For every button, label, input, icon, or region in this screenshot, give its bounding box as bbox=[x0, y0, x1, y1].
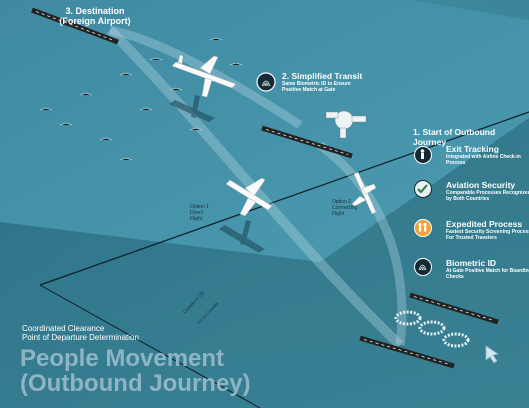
feature-desc-exit-tracking: Integrated with Airline Check-in Process bbox=[446, 154, 521, 166]
option1-line2: Direct bbox=[190, 210, 204, 216]
feature-title-exit-tracking: Exit Tracking bbox=[446, 144, 499, 154]
destination-title-line2: (Foreign Airport) bbox=[59, 16, 131, 27]
option2-line2: Connecting bbox=[332, 205, 358, 211]
fingerprint-icon bbox=[414, 258, 432, 276]
connecting-flight-path-2 bbox=[109, 25, 303, 129]
transit-fingerprint-icon bbox=[256, 72, 276, 92]
footer-big-line1: People Movement bbox=[20, 345, 225, 372]
option1-label: Option 1 Direct Flight bbox=[190, 204, 209, 222]
destination-title-line1: 3. Destination bbox=[65, 6, 125, 16]
footer-big-line2: (Outbound Journey) bbox=[20, 370, 251, 398]
option1-line1: Option 1 bbox=[190, 204, 209, 210]
feature-title-aviation-security: Aviation Security bbox=[446, 180, 516, 190]
transit-title: 2. Simplified Transit bbox=[282, 71, 363, 81]
feature-desc-expedited-process: Fastest Security Screening Process For T… bbox=[446, 229, 529, 241]
origin-terminals bbox=[394, 310, 470, 348]
transit-description: Same Biometric ID to Ensure Positive Mat… bbox=[282, 81, 351, 93]
option2-line1: Option 2 bbox=[332, 199, 351, 205]
passenger-icon bbox=[414, 146, 432, 164]
airplane-connecting bbox=[351, 171, 377, 215]
option2-line3: Flight bbox=[332, 211, 345, 217]
footer-caption: Coordinated Clearance Point of Departure… bbox=[22, 324, 139, 342]
footer-line1: Coordinated Clearance bbox=[22, 324, 105, 333]
airplane-shadows bbox=[169, 95, 265, 253]
transit-terminal bbox=[325, 110, 367, 139]
country-border-line bbox=[39, 111, 529, 286]
start-title: 1. Start of Outbound Journey bbox=[413, 127, 496, 147]
feature-desc-biometric-id: At Gate Positive Match for Boarding Chec… bbox=[446, 268, 529, 280]
footer-line2: Point of Departure Determination bbox=[22, 333, 139, 343]
feature-title-expedited-process: Expedited Process bbox=[446, 219, 523, 229]
travelers-icon bbox=[414, 219, 432, 237]
option1-line3: Flight bbox=[190, 216, 203, 222]
option2-label: Option 2 Connecting Flight bbox=[332, 199, 357, 217]
feature-title-biometric-id: Biometric ID bbox=[446, 258, 497, 268]
ground-markings bbox=[39, 37, 243, 161]
footer-heading: People Movement (Outbound Journey) bbox=[20, 345, 251, 398]
destination-title: 3. Destination (Foreign Airport) bbox=[40, 6, 150, 27]
checkmark-icon bbox=[414, 180, 432, 198]
airplane-upper bbox=[171, 54, 237, 98]
home-region bbox=[0, 118, 529, 408]
airplane-direct bbox=[225, 177, 273, 217]
feature-desc-aviation-security: Comparable Processes Recognized by Both … bbox=[446, 190, 529, 202]
pointer-arrow-icon bbox=[485, 345, 500, 364]
clearance-border-line bbox=[39, 284, 261, 408]
